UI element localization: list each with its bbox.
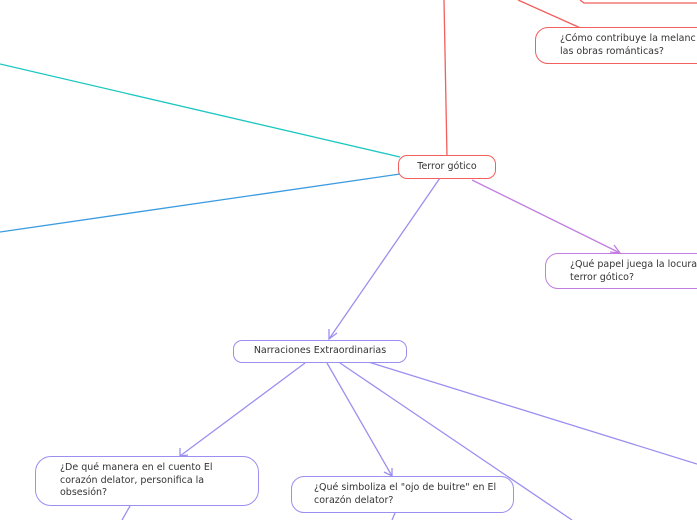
connector-red-branch: [517, 0, 586, 31]
connector-narraciones-offscreen-2: [361, 359, 697, 465]
arrow-narraciones: [328, 329, 338, 341]
topic-locura-node[interactable]: ¿Qué papel juega la locura terror gótico…: [545, 253, 697, 289]
connector-violet: [471, 179, 621, 254]
central-topic-node[interactable]: Terror gótico: [398, 155, 496, 179]
connector-obsesion-down: [121, 505, 131, 520]
topic-locura-label: ¿Qué papel juega la locura terror gótico…: [570, 259, 697, 283]
connector-blue: [0, 173, 401, 233]
topic-melancolia-node[interactable]: ¿Cómo contribuye la melanc las obras rom…: [535, 27, 697, 64]
connector-teal: [0, 63, 401, 158]
connector-narraciones-obsesion: [179, 362, 306, 457]
connector-narraciones-offscreen-1: [339, 362, 573, 520]
central-topic-label: Terror gótico: [417, 160, 477, 172]
topic-obsesion-label: ¿De qué manera en el cuento El corazón d…: [60, 462, 213, 498]
connector-narraciones-ojo: [326, 362, 393, 477]
connector-central-up: [443, 0, 448, 158]
narraciones-node[interactable]: Narraciones Extraordinarias: [233, 340, 407, 363]
topic-melancolia-label: ¿Cómo contribuye la melanc las obras rom…: [560, 33, 696, 57]
connector-ojo-down: [391, 512, 396, 520]
connector-central-narraciones: [328, 177, 441, 340]
topic-obsesion-node[interactable]: ¿De qué manera en el cuento El corazón d…: [35, 456, 259, 506]
topic-ojo-buitre-node[interactable]: ¿Qué simboliza el "ojo de buitre" en El …: [291, 476, 514, 513]
topic-ojo-buitre-label: ¿Qué simboliza el "ojo de buitre" en El …: [314, 482, 497, 506]
narraciones-label: Narraciones Extraordinarias: [253, 345, 387, 357]
connector-red-box-corner: [579, 0, 697, 4]
